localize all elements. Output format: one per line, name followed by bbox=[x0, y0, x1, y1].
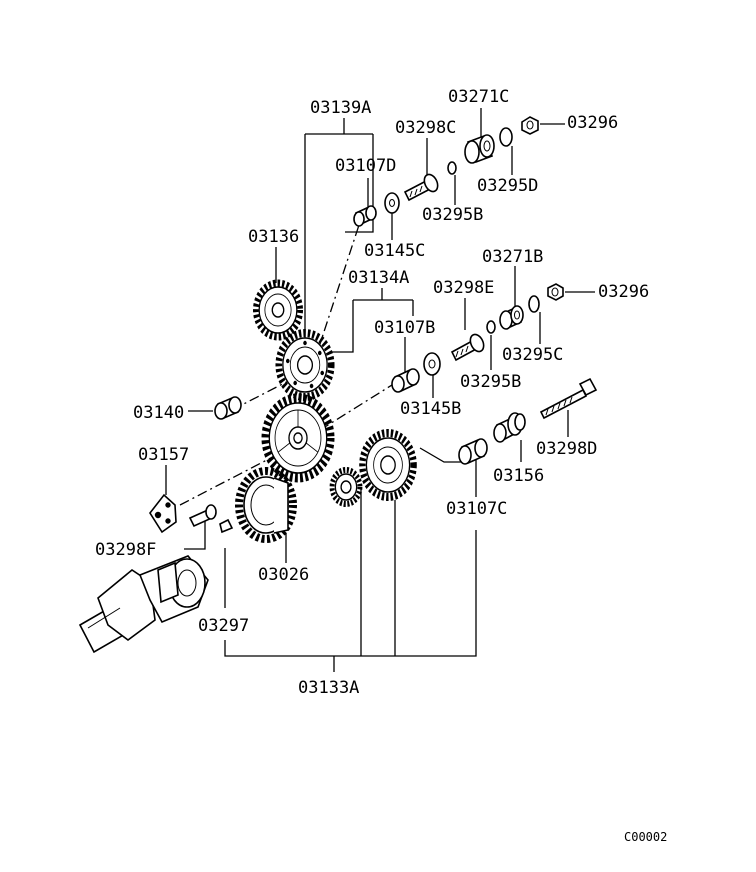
gear-03139a-icon bbox=[275, 329, 335, 401]
gear-03136-icon bbox=[252, 279, 304, 341]
nut-03296-top-icon bbox=[521, 116, 539, 135]
o-ring-03295c-icon bbox=[528, 295, 540, 313]
label-03136: 03136 bbox=[248, 227, 299, 247]
key-03297-icon bbox=[219, 518, 234, 534]
o-ring-03295b-mid-icon bbox=[486, 320, 496, 334]
leader-lines bbox=[165, 108, 595, 672]
label-03295b-top: 03295B bbox=[422, 205, 483, 225]
label-03298e: 03298E bbox=[433, 278, 494, 298]
nut-03296-mid-icon bbox=[547, 283, 564, 301]
label-03298d: 03298D bbox=[536, 439, 597, 459]
gear-small-icon bbox=[329, 467, 363, 507]
o-ring-03295d-icon bbox=[499, 127, 513, 147]
gear-03026-icon bbox=[235, 467, 297, 543]
shaft-03156-icon bbox=[493, 412, 526, 443]
bolt-03298d-icon bbox=[539, 377, 598, 420]
crankshaft-icon bbox=[78, 555, 209, 654]
label-03297: 03297 bbox=[198, 616, 249, 636]
collar-03271c-icon bbox=[464, 134, 495, 164]
label-03134a: 03134A bbox=[348, 268, 409, 288]
part-labels: 03139A 03271C 03298C 03296 03107D 03295D… bbox=[95, 87, 667, 844]
label-03296-top: 03296 bbox=[567, 113, 618, 133]
label-03157: 03157 bbox=[138, 445, 189, 465]
washer-03145c-icon bbox=[384, 192, 400, 214]
drawing-code: C00002 bbox=[624, 830, 667, 844]
bushing-03107b-icon bbox=[391, 368, 420, 393]
label-03133a: 03133A bbox=[298, 678, 359, 698]
collar-03271b-icon bbox=[499, 305, 524, 330]
label-03271b: 03271B bbox=[482, 247, 543, 267]
o-ring-03295b-top-icon bbox=[447, 161, 457, 175]
idler-shaft-top bbox=[353, 116, 539, 227]
label-03140: 03140 bbox=[133, 403, 184, 423]
bolt-03298e-icon bbox=[450, 333, 485, 362]
label-03295b-mid: 03295B bbox=[460, 372, 521, 392]
label-03145c: 03145C bbox=[364, 241, 425, 261]
label-03295d: 03295D bbox=[477, 176, 538, 196]
label-03156: 03156 bbox=[493, 466, 544, 486]
label-03271c: 03271C bbox=[448, 87, 509, 107]
gear-right-icon bbox=[359, 429, 417, 501]
label-03107d: 03107D bbox=[335, 156, 396, 176]
gear-03134a-icon bbox=[261, 393, 335, 483]
label-03107c: 03107C bbox=[446, 499, 507, 519]
label-03145b: 03145B bbox=[400, 399, 461, 419]
label-03107b: 03107B bbox=[374, 318, 435, 338]
label-03296-mid: 03296 bbox=[598, 282, 649, 302]
label-03298c: 03298C bbox=[395, 118, 456, 138]
label-03295c: 03295C bbox=[502, 345, 563, 365]
plate-03157-icon bbox=[149, 493, 177, 534]
bolt-03298f-icon bbox=[188, 504, 217, 528]
label-03139a: 03139A bbox=[310, 98, 371, 118]
bushing-03107d-icon bbox=[353, 205, 377, 227]
label-03298f: 03298F bbox=[95, 540, 156, 560]
idler-shaft-mid bbox=[391, 283, 564, 393]
bushing-03107c-icon bbox=[458, 438, 488, 465]
plug-03140-icon bbox=[214, 396, 242, 420]
bolt-03298c-icon bbox=[403, 173, 439, 202]
washer-03145b-icon bbox=[423, 352, 441, 376]
label-03026: 03026 bbox=[258, 565, 309, 585]
